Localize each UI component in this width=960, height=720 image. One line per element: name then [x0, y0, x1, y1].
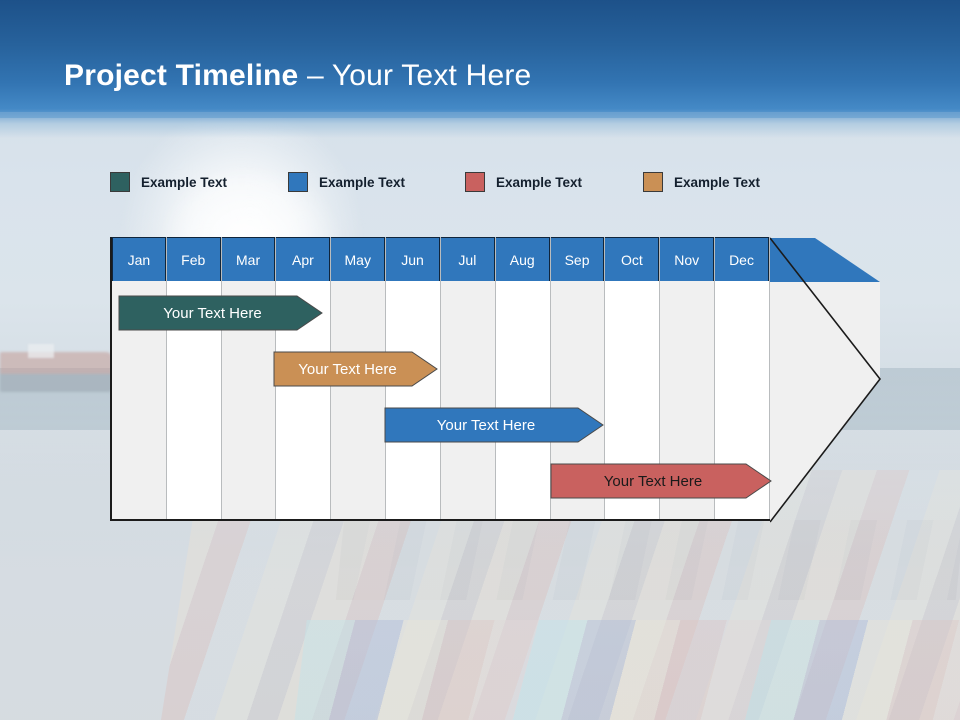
- legend-item-label: Example Text: [674, 174, 761, 190]
- timeline-column-feb: Feb: [166, 237, 222, 519]
- page-title: Project Timeline – Your Text Here: [64, 59, 531, 93]
- task-bar-shape: [273, 351, 438, 387]
- legend: Example Text Example Text Example Text Exam…: [110, 170, 810, 194]
- page-title-bold: Project Timeline: [64, 59, 299, 92]
- timeline-arrowhead: [770, 237, 882, 523]
- month-header-apr[interactable]: Apr: [276, 237, 331, 281]
- legend-item[interactable]: Example Text: [110, 170, 227, 194]
- timeline-column-mar: Mar: [221, 237, 277, 519]
- legend-swatch-icon: [643, 172, 663, 192]
- legend-swatch-icon: [110, 172, 130, 192]
- page-title-separator: –: [298, 59, 332, 92]
- legend-swatch-icon: [465, 172, 485, 192]
- legend-item-label: Example Text: [141, 174, 228, 190]
- title-banner: [0, 0, 960, 118]
- month-header-mar[interactable]: Mar: [221, 237, 276, 281]
- timeline-column-jul: Jul: [440, 237, 496, 519]
- task-bar[interactable]: Your Text Here: [384, 407, 604, 443]
- month-header-dec[interactable]: Dec: [715, 237, 769, 281]
- task-bar[interactable]: Your Text Here: [550, 463, 772, 499]
- legend-item[interactable]: Example Text: [465, 170, 582, 194]
- task-bar-shape: [550, 463, 772, 499]
- month-header-jun[interactable]: Jun: [386, 237, 440, 281]
- legend-item-label: Example Text: [319, 174, 406, 190]
- task-bar-shape: [384, 407, 604, 443]
- task-bar[interactable]: Your Text Here: [118, 295, 323, 331]
- title-banner-fade: [0, 112, 960, 138]
- legend-item-label: Example Text: [496, 174, 583, 190]
- legend-item[interactable]: Example Text: [288, 170, 405, 194]
- timeline-column-jan: Jan: [112, 237, 167, 519]
- month-header-sep[interactable]: Sep: [550, 237, 605, 281]
- month-header-jan[interactable]: Jan: [112, 237, 166, 281]
- month-header-feb[interactable]: Feb: [166, 237, 221, 281]
- task-bar[interactable]: Your Text Here: [273, 351, 438, 387]
- month-header-may[interactable]: May: [331, 237, 386, 281]
- task-bar-shape: [118, 295, 323, 331]
- legend-item[interactable]: Example Text: [643, 170, 760, 194]
- month-header-oct[interactable]: Oct: [605, 237, 660, 281]
- month-header-aug[interactable]: Aug: [495, 237, 550, 281]
- timeline-column-aug: Aug: [495, 237, 551, 519]
- month-header-nov[interactable]: Nov: [660, 237, 715, 281]
- page-title-light: Your Text Here: [331, 59, 532, 92]
- background-ship-superstructure: [28, 344, 54, 358]
- month-header-jul[interactable]: Jul: [440, 237, 495, 281]
- legend-swatch-icon: [288, 172, 308, 192]
